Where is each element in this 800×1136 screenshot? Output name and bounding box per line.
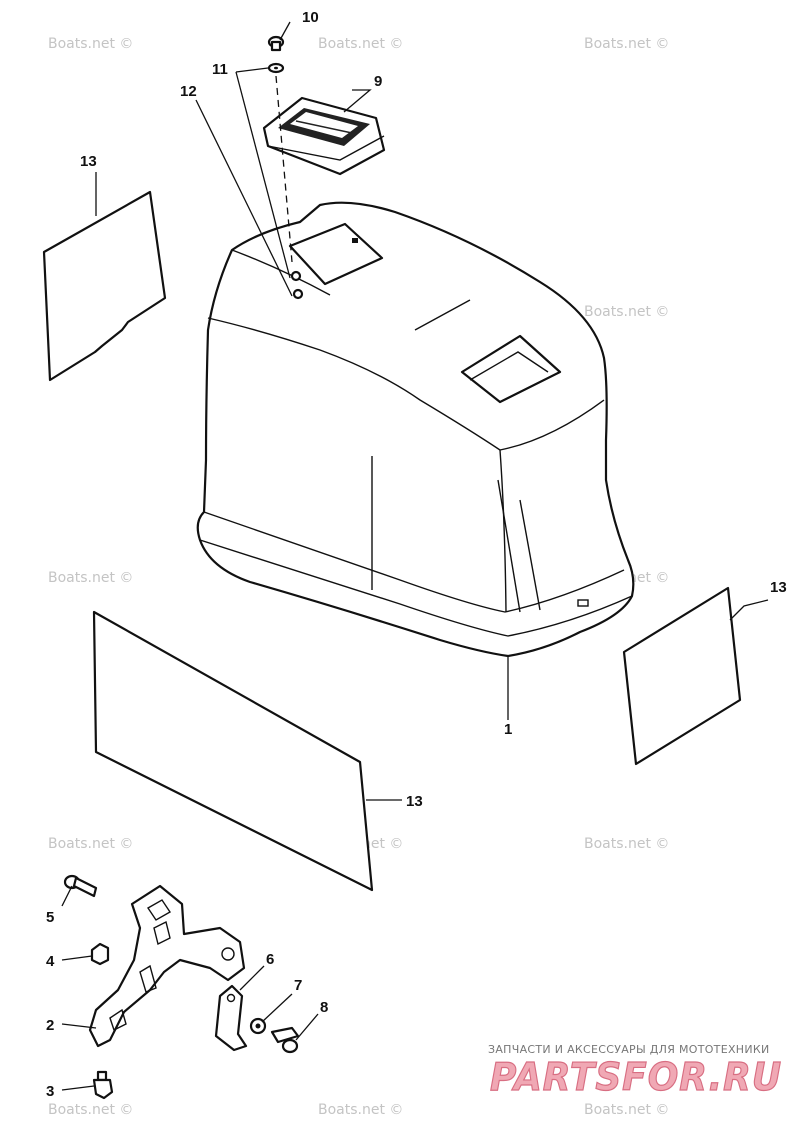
callout-13b: 13 bbox=[770, 579, 787, 596]
screw-10 bbox=[267, 35, 285, 52]
cowl-screw-hole bbox=[290, 270, 302, 282]
cowl-screw-hole bbox=[292, 288, 304, 300]
callout-2: 2 bbox=[46, 1017, 54, 1034]
link-6 bbox=[214, 984, 248, 1052]
watermark: Boats.net © bbox=[584, 304, 669, 320]
leader-lines bbox=[61, 21, 769, 1091]
brand-logo: PARTSFOR.RU bbox=[490, 1055, 782, 1099]
cowl-highlight bbox=[414, 299, 471, 331]
bracket-2 bbox=[88, 884, 246, 1048]
callout-5: 5 bbox=[46, 909, 54, 926]
cowl-crease bbox=[207, 317, 605, 451]
callout-9: 9 bbox=[374, 73, 382, 90]
callout-1: 1 bbox=[504, 721, 512, 738]
watermark: Boats.net © bbox=[48, 836, 133, 852]
washer-7 bbox=[249, 1017, 267, 1035]
watermark: Boats.net © bbox=[48, 1102, 133, 1118]
decal-lower-center bbox=[92, 610, 374, 892]
callout-12: 12 bbox=[180, 83, 197, 100]
cowl-rear-intake bbox=[460, 334, 562, 404]
callout-10: 10 bbox=[302, 9, 319, 26]
intake-inner bbox=[469, 351, 549, 381]
watermark: Boats.net © bbox=[584, 836, 669, 852]
brand-corner: ЗАПЧАСТИ И АКСЕССУАРЫ ДЛЯ МОТОТЕХНИКИ PA… bbox=[488, 1043, 782, 1100]
bolt-5 bbox=[63, 874, 98, 898]
watermark: Boats.net © bbox=[318, 36, 403, 52]
cowl-highlight bbox=[519, 499, 541, 611]
callout-7: 7 bbox=[294, 977, 302, 994]
vent-cover bbox=[262, 96, 386, 176]
bracket-assembly bbox=[63, 874, 300, 1100]
bolt-8 bbox=[270, 1026, 300, 1054]
recess-dot bbox=[352, 238, 358, 243]
callout-6: 6 bbox=[266, 951, 274, 968]
screw-3 bbox=[92, 1070, 114, 1100]
washer-11 bbox=[267, 62, 285, 74]
watermark: Boats.net © bbox=[318, 1102, 403, 1118]
nut-4 bbox=[90, 942, 110, 966]
decal-upper-left bbox=[42, 190, 167, 382]
watermark: Boats.net © bbox=[48, 36, 133, 52]
callout-labels: 10 11 12 9 13 1 13 13 5 4 2 3 6 7 8 bbox=[46, 9, 787, 1100]
top-cowl bbox=[196, 201, 635, 658]
watermark: Boats.net © bbox=[48, 570, 133, 586]
callout-8: 8 bbox=[320, 999, 328, 1016]
cowl-highlight bbox=[497, 479, 521, 613]
cowl-top-crease bbox=[231, 249, 331, 296]
watermark: Boats.net © bbox=[584, 1102, 669, 1118]
watermark: Boats.net © bbox=[584, 36, 669, 52]
cowl-rim-lower bbox=[199, 539, 633, 637]
cowl-latch-slot bbox=[577, 599, 589, 607]
cowl-back-edge bbox=[499, 449, 507, 613]
cowl-rim bbox=[203, 511, 625, 613]
callout-13a: 13 bbox=[80, 153, 97, 170]
callout-13c: 13 bbox=[406, 793, 423, 810]
decal-right bbox=[622, 586, 742, 766]
callout-11: 11 bbox=[212, 61, 228, 78]
brand-caption: ЗАПЧАСТИ И АКСЕССУАРЫ ДЛЯ МОТОТЕХНИКИ bbox=[488, 1043, 770, 1056]
callout-3: 3 bbox=[46, 1083, 54, 1100]
cowl-vent-recess bbox=[288, 222, 384, 286]
cowl-body bbox=[196, 201, 635, 658]
callout-4: 4 bbox=[46, 953, 55, 970]
